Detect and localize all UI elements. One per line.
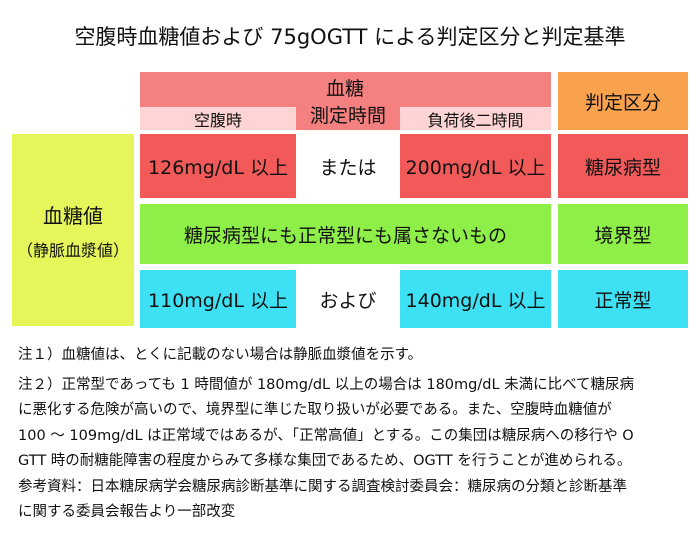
diabetic-fasting-value: 126mg/dL 以上 <box>140 134 296 198</box>
borderline-description: 糖尿病型にも正常型にも属さないもの <box>140 204 551 264</box>
borderline-result: 境界型 <box>558 204 688 264</box>
normal-connector: および <box>319 289 377 312</box>
note-2-line-3: 100 〜 109mg/dL は正常域ではあるが、「正常高値」とする。この集団は… <box>18 427 634 444</box>
notes: 注１）血糖値は、とくに記載のない場合は静脈血漿値を示す。 注２）正常型であっても… <box>18 343 690 526</box>
row-label: 血糖値 （静脈血漿値） <box>12 134 134 326</box>
normal-two-hour-value: 140mg/dL 以上 <box>400 270 551 328</box>
header-classification: 判定区分 <box>558 72 688 130</box>
diabetic-connector: または <box>319 156 377 179</box>
row-label-sub: （静脈血漿値） <box>16 240 129 260</box>
header-blood-sugar: 血糖 <box>325 77 364 100</box>
reference-line-2: に関する委員会報告より一部改変 <box>18 504 236 520</box>
reference-line-1: 参考資料：日本糖尿病学会糖尿病診断基準に関する調査検討委員会：糖尿病の分類と診断… <box>18 478 627 495</box>
note-1: 注１）血糖値は、とくに記載のない場合は静脈血漿値を示す。 <box>18 347 423 363</box>
header-measure-time: 測定時間 <box>309 104 386 127</box>
header-fasting-block <box>140 107 296 130</box>
normal-fasting-value: 110mg/dL 以上 <box>140 270 296 328</box>
diabetic-two-hour-value: 200mg/dL 以上 <box>400 134 551 198</box>
note-2-line-2: に悪化する危険が高いので、境界型に準じた取り扱いが必要である。また、空腹時血糖値… <box>18 402 612 418</box>
note-2-line-4: GTT 時の耐糖能障害の程度からみて多様な集団であるため、OGTT を行うことが… <box>18 453 632 469</box>
header-two-hour: 負荷後二時間 <box>427 110 524 130</box>
diabetic-result: 糖尿病型 <box>558 134 688 198</box>
note-2-line-1: 注２）正常型であっても 1 時間値が 180mg/dL 以上の場合は 180mg… <box>18 376 635 393</box>
header-two-hour-block <box>400 107 551 130</box>
page-title: 空腹時血糖値および 75gOGTT による判定区分と判定基準 <box>74 25 626 49</box>
header-fasting: 空腹時 <box>193 110 242 130</box>
normal-result: 正常型 <box>558 270 688 328</box>
row-label-main: 血糖値 <box>43 203 103 228</box>
